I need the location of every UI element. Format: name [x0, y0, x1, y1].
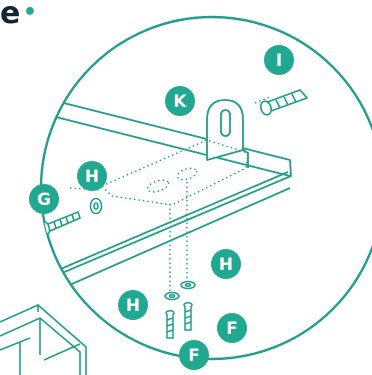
heading-bullet: • — [22, 0, 37, 25]
washer-top — [89, 197, 103, 215]
wall-anchor — [259, 89, 309, 116]
part-badge-f-bottom: F — [179, 340, 209, 370]
l-bracket — [206, 99, 249, 168]
part-label-g: G — [37, 190, 51, 210]
part-label-f-1: F — [226, 319, 238, 339]
heading-text: e — [0, 0, 20, 31]
bracket-slot-vertical — [220, 109, 231, 137]
shelf-panel — [41, 91, 292, 299]
short-screws — [165, 302, 193, 339]
part-label-k: K — [173, 92, 187, 112]
part-badge-f-right: F — [217, 313, 247, 343]
part-label-h-1: H — [85, 167, 99, 187]
part-label-h-3: H — [126, 296, 140, 316]
washers-bottom — [164, 280, 196, 301]
part-badge-i: I — [264, 45, 294, 75]
part-label-f-2: F — [188, 346, 200, 366]
part-label-i: I — [276, 51, 282, 71]
part-badge-h-left: H — [118, 290, 148, 320]
cabinet-box — [0, 304, 87, 375]
zoom-content — [41, 89, 309, 339]
bracket-plate-hidden — [69, 96, 271, 296]
part-badge-h-right: H — [211, 249, 241, 279]
page-heading: e• — [0, 0, 37, 31]
part-badge-h-washer: H — [77, 161, 107, 191]
part-badge-g: G — [29, 184, 59, 214]
part-label-h-2: H — [219, 255, 233, 275]
part-badge-k: K — [165, 86, 195, 116]
